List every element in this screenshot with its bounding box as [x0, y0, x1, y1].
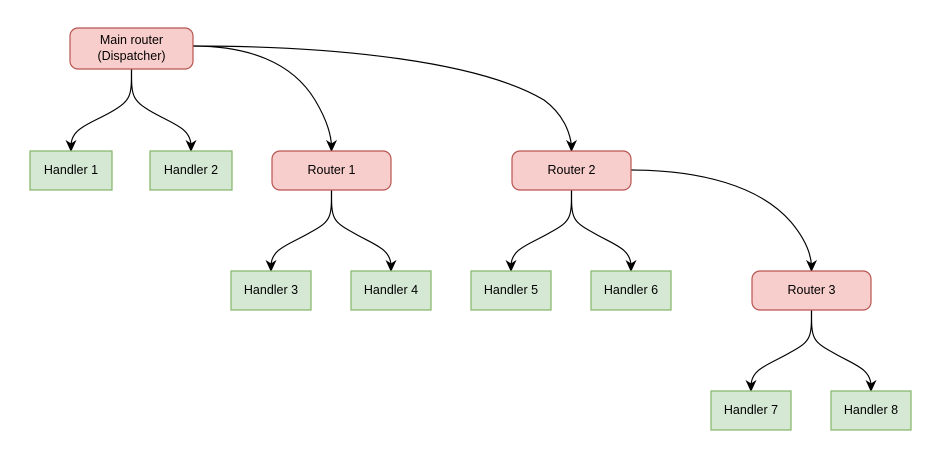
node-handler-8[interactable]: Handler 8 — [830, 390, 912, 431]
node-handler-2[interactable]: Handler 2 — [149, 150, 233, 191]
handler-box[interactable] — [710, 390, 792, 431]
edge-line — [330, 189, 392, 267]
node-label: Handler 7 — [724, 403, 778, 417]
node-label: Router 3 — [788, 283, 836, 297]
edge-line — [570, 189, 632, 267]
node-label: Handler 8 — [844, 403, 898, 417]
node-handler-3[interactable]: Handler 3 — [230, 270, 312, 311]
edge-line — [192, 45, 333, 147]
handler-box[interactable] — [29, 150, 113, 191]
router-box[interactable] — [511, 150, 632, 191]
router-box[interactable] — [69, 27, 194, 70]
node-router-2[interactable]: Router 2 — [511, 150, 632, 191]
node-label: Main router — [100, 33, 163, 47]
edge-router-3-to-handler-7 — [745, 309, 813, 392]
edge-router-3-to-handler-8 — [810, 309, 877, 392]
arrow-head-icon — [865, 379, 877, 392]
node-label: Handler 3 — [244, 283, 298, 297]
node-handler-6[interactable]: Handler 6 — [590, 270, 672, 311]
node-router-3[interactable]: Router 3 — [751, 270, 872, 311]
arrow-head-icon — [385, 259, 397, 272]
edge-line — [270, 189, 333, 267]
edges-layer — [65, 45, 877, 392]
node-label: Handler 1 — [44, 163, 98, 177]
arrow-head-icon — [505, 259, 517, 272]
edge-line — [70, 68, 133, 147]
arrow-head-icon — [745, 379, 757, 392]
edge-line — [750, 309, 813, 387]
arrow-head-icon — [65, 139, 77, 152]
handler-box[interactable] — [470, 270, 552, 311]
edge-router-2-to-handler-5 — [505, 189, 573, 272]
node-handler-7[interactable]: Handler 7 — [710, 390, 792, 431]
handler-box[interactable] — [230, 270, 312, 311]
arrow-head-icon — [185, 139, 197, 152]
node-handler-5[interactable]: Handler 5 — [470, 270, 552, 311]
node-label: Router 2 — [548, 163, 596, 177]
edge-line — [630, 169, 813, 267]
handler-box[interactable] — [590, 270, 672, 311]
edge-main-to-router-2 — [192, 45, 578, 152]
handler-box[interactable] — [350, 270, 432, 311]
handler-box[interactable] — [149, 150, 233, 191]
arrow-head-icon — [265, 259, 277, 272]
handler-box[interactable] — [830, 390, 912, 431]
arrow-head-icon — [565, 139, 578, 152]
node-label: (Dispatcher) — [97, 49, 165, 63]
edge-router-2-to-router-3 — [630, 169, 818, 272]
nodes-layer: Main router (Dispatcher) Handler 1 Handler … — [29, 27, 912, 431]
node-router-1[interactable]: Router 1 — [271, 150, 392, 191]
node-handler-4[interactable]: Handler 4 — [350, 270, 432, 311]
node-main-router[interactable]: Main router (Dispatcher) — [69, 27, 194, 70]
node-label: Handler 6 — [604, 283, 658, 297]
edge-line — [810, 309, 872, 387]
router-box[interactable] — [271, 150, 392, 191]
edge-router-1-to-handler-3 — [265, 189, 333, 272]
edge-main-to-handler-2 — [130, 68, 197, 152]
edge-line — [130, 68, 192, 147]
node-label: Handler 4 — [364, 283, 418, 297]
arrow-head-icon — [325, 139, 338, 152]
node-label: Router 1 — [308, 163, 356, 177]
edge-main-to-router-1 — [192, 45, 338, 152]
arrow-head-icon — [625, 259, 637, 272]
node-handler-1[interactable]: Handler 1 — [29, 150, 113, 191]
edge-router-2-to-handler-6 — [570, 189, 637, 272]
edge-line — [192, 45, 573, 147]
node-label: Handler 5 — [484, 283, 538, 297]
router-box[interactable] — [751, 270, 872, 311]
arrow-head-icon — [805, 259, 818, 272]
edge-line — [510, 189, 573, 267]
edge-router-1-to-handler-4 — [330, 189, 397, 272]
edge-main-to-handler-1 — [65, 68, 133, 152]
node-label: Handler 2 — [164, 163, 218, 177]
